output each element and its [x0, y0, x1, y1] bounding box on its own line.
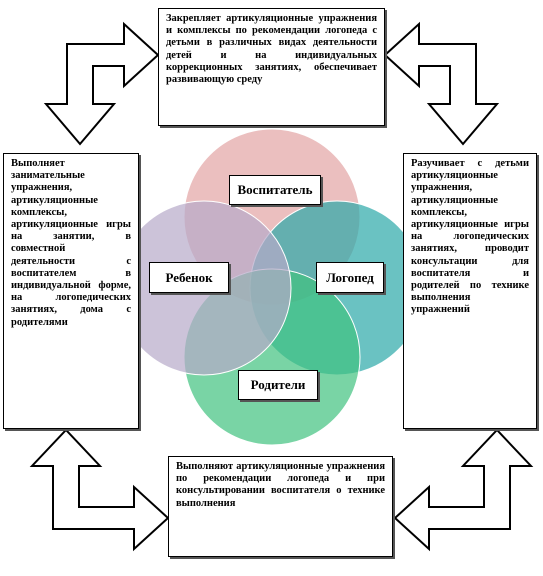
- label-parents: Родители: [238, 370, 318, 400]
- speech-therapist-role-text: Разучивает с детьми артикуляционные упра…: [411, 158, 529, 316]
- parents-role-box: Выполняют артикуляционные упражнения по …: [168, 456, 393, 557]
- educator-role-box: Закрепляет артикуляционные упражнения и …: [158, 8, 385, 126]
- arrow-bottom-left: [29, 428, 170, 552]
- label-speech-therapist: Логопед: [316, 262, 384, 293]
- child-role-box: Выполняет занимательные упражнения, арти…: [3, 153, 139, 429]
- label-child: Ребенок: [149, 262, 229, 293]
- speech-therapist-role-box: Разучивает с детьми артикуляционные упра…: [403, 153, 537, 429]
- label-educator: Воспитатель: [229, 175, 321, 205]
- arrow-bottom-right: [393, 428, 534, 552]
- educator-role-text: Закрепляет артикуляционные упражнения и …: [166, 13, 377, 86]
- child-role-text: Выполняет занимательные упражнения, арти…: [11, 158, 131, 328]
- arrow-top-left: [43, 21, 160, 146]
- arrow-top-right: [383, 21, 500, 146]
- parents-role-text: Выполняют артикуляционные упражнения по …: [176, 461, 385, 509]
